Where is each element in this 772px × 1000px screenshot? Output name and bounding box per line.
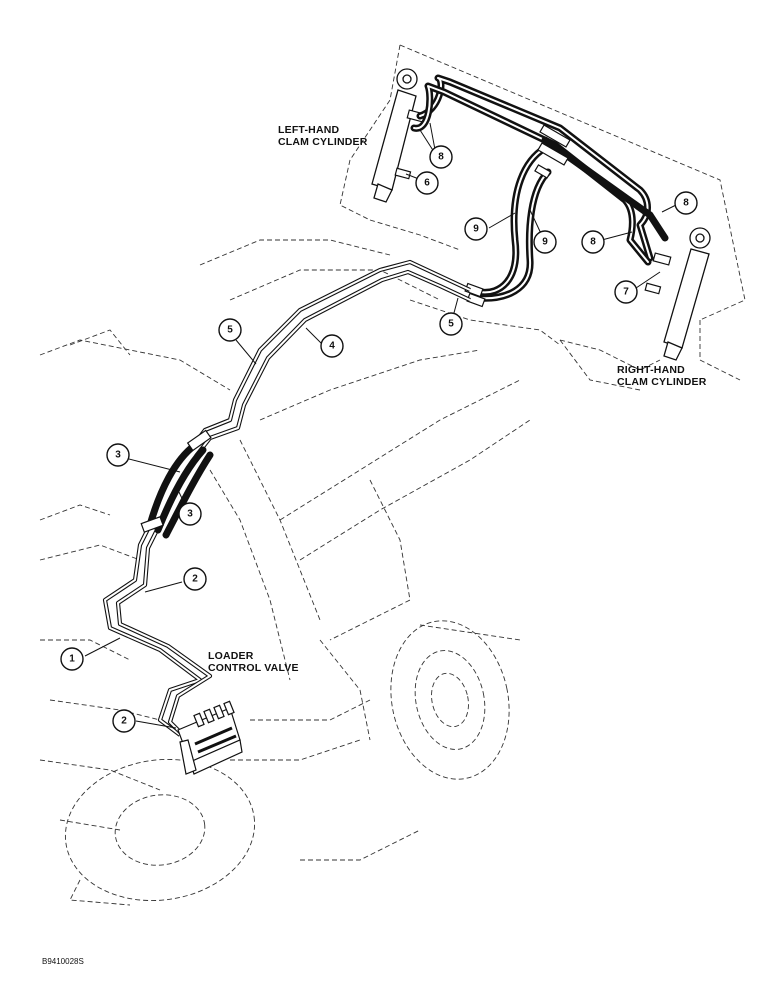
svg-text:8: 8 — [590, 237, 596, 248]
svg-text:2: 2 — [192, 574, 198, 585]
svg-text:1: 1 — [69, 654, 75, 665]
svg-text:4: 4 — [329, 341, 335, 352]
callout-9a: 9 — [464, 217, 488, 241]
callout-5b: 5 — [439, 312, 463, 336]
callout-2b: 2 — [112, 709, 136, 733]
svg-text:9: 9 — [473, 224, 479, 235]
callout-8c: 8 — [581, 230, 605, 254]
clam-hoses — [410, 74, 669, 308]
svg-text:5: 5 — [227, 325, 233, 336]
loader-control-valve — [177, 700, 243, 775]
leader-lines — [84, 122, 681, 729]
callout-9b: 9 — [533, 230, 557, 254]
callout-7: 7 — [614, 280, 638, 304]
svg-text:5: 5 — [448, 319, 454, 330]
svg-text:8: 8 — [683, 198, 689, 209]
svg-text:8: 8 — [438, 152, 444, 163]
callout-3a: 3 — [106, 443, 130, 467]
callout-8b: 8 — [674, 191, 698, 215]
callout-5a: 5 — [218, 318, 242, 342]
boom-hoses — [140, 429, 214, 539]
callout-2a: 2 — [183, 567, 207, 591]
svg-text:9: 9 — [542, 237, 548, 248]
loader-control-valve-label: LOADER CONTROL VALVE — [208, 650, 299, 674]
callout-1: 1 — [60, 647, 84, 671]
svg-text:7: 7 — [623, 287, 629, 298]
left-hand-clam-cylinder — [371, 68, 426, 203]
figure-code: B9410028S — [42, 957, 84, 966]
svg-text:6: 6 — [424, 178, 430, 189]
svg-text:3: 3 — [115, 450, 121, 461]
svg-text:2: 2 — [121, 716, 127, 727]
machine-outline — [39, 44, 746, 906]
right-hand-clam-cylinder-label: RIGHT-HAND CLAM CYLINDER — [617, 364, 707, 388]
callout-3b: 3 — [178, 502, 202, 526]
callout-4: 4 — [320, 334, 344, 358]
left-hand-clam-cylinder-label: LEFT-HAND CLAM CYLINDER — [278, 124, 368, 148]
right-hand-clam-cylinder — [644, 227, 711, 361]
steel-tubes — [102, 259, 471, 742]
callout-6: 6 — [415, 171, 439, 195]
callout-8a: 8 — [429, 145, 453, 169]
svg-text:3: 3 — [187, 509, 193, 520]
